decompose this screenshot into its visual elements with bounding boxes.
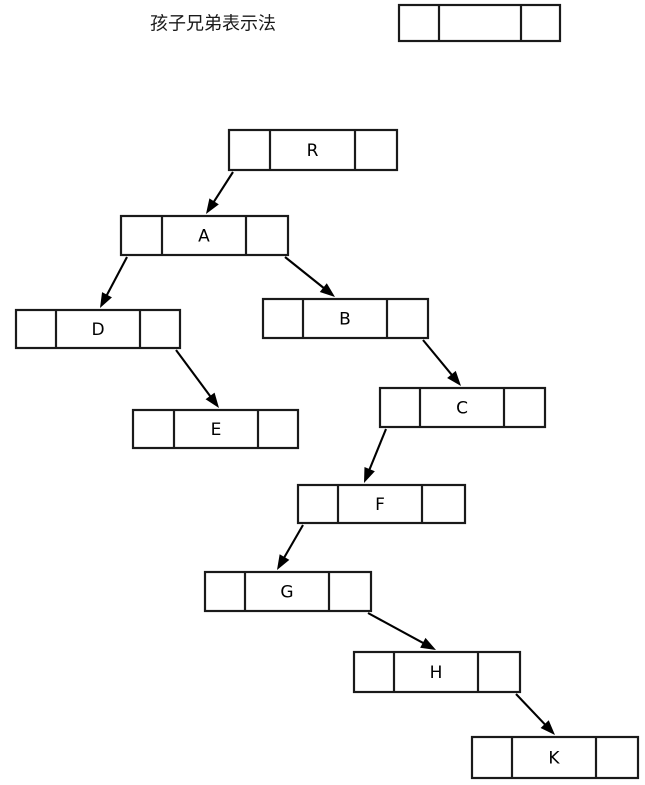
edge-h-k-sibling xyxy=(515,693,555,735)
edge-line xyxy=(104,256,128,299)
node-label: B xyxy=(339,310,351,330)
edge-line xyxy=(284,256,328,292)
node-box xyxy=(131,408,300,450)
node-box xyxy=(397,3,562,43)
diagram-title: 孩子兄弟表示法 xyxy=(150,14,276,35)
edge-arrowhead xyxy=(277,554,290,570)
edge-line xyxy=(367,428,387,474)
edge-line xyxy=(210,171,234,206)
node-label: D xyxy=(91,320,104,340)
node-box xyxy=(14,308,182,350)
tree-node-h: H xyxy=(352,650,522,694)
edge-arrowhead xyxy=(100,292,112,308)
tree-node-e: E xyxy=(131,408,300,450)
edge-arrowhead xyxy=(364,466,375,483)
node-label: H xyxy=(430,663,443,683)
edge-d-e-sibling xyxy=(175,349,219,408)
node-box xyxy=(470,735,640,780)
tree-node-d: D xyxy=(14,308,182,350)
edge-line xyxy=(515,693,549,728)
tree-node-g: G xyxy=(203,570,373,613)
node-label: E xyxy=(211,420,222,440)
node-box xyxy=(261,297,430,340)
diagram-title-layer: 孩子兄弟表示法 xyxy=(150,14,276,35)
edge-line xyxy=(367,612,428,646)
edge-arrowhead xyxy=(540,720,555,735)
edge-f-g-child xyxy=(277,524,304,570)
tree-node-c: C xyxy=(378,386,547,429)
node-box xyxy=(378,386,547,429)
node-box xyxy=(352,650,522,694)
node-label: F xyxy=(375,495,385,515)
edge-line xyxy=(175,349,214,400)
tree-node-r: R xyxy=(227,128,399,172)
node-label: G xyxy=(280,583,293,603)
node-label: K xyxy=(548,749,560,769)
edge-b-c-sibling xyxy=(422,339,461,386)
edge-arrowhead xyxy=(447,370,461,386)
tree-node-a: A xyxy=(119,214,290,257)
tree-node-k: K xyxy=(470,735,640,780)
node-box xyxy=(119,214,290,257)
edge-layer xyxy=(100,171,555,735)
tree-node-b: B xyxy=(261,297,430,340)
node-layer: R A D B E C F G H K xyxy=(14,3,640,780)
node-box xyxy=(203,570,373,613)
edge-a-d-child xyxy=(100,256,128,308)
edge-arrowhead xyxy=(205,392,219,408)
edge-arrowhead xyxy=(206,198,219,214)
edge-a-b-sibling xyxy=(284,256,335,297)
node-label: R xyxy=(307,141,319,161)
edge-c-f-child xyxy=(364,428,387,483)
edge-line xyxy=(422,339,455,379)
node-label: C xyxy=(456,399,468,419)
tree-node-f: F xyxy=(296,483,467,525)
edge-arrowhead xyxy=(420,637,436,650)
edge-line xyxy=(281,524,304,562)
node-box xyxy=(296,483,467,525)
edge-r-a-child xyxy=(206,171,234,214)
legend-node-empty xyxy=(397,3,562,43)
node-label: A xyxy=(198,227,210,247)
node-box xyxy=(227,128,399,172)
edge-arrowhead xyxy=(319,283,335,297)
edge-g-h-sibling xyxy=(367,612,436,650)
